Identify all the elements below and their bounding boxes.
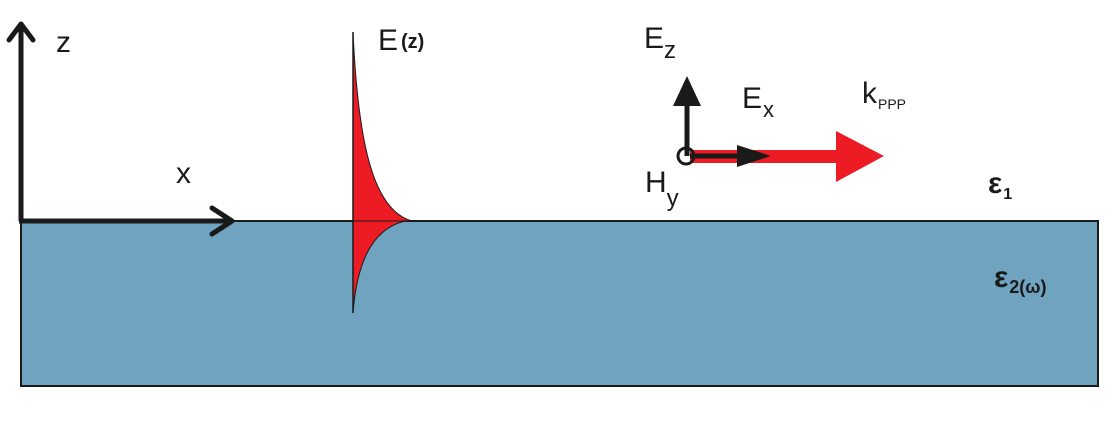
ez-vector-arrowhead xyxy=(673,76,701,106)
wave-vector: kPPP xyxy=(690,77,906,182)
ez-vector-label: Ez xyxy=(644,22,676,64)
field-profile-label: E(z) xyxy=(378,24,424,57)
ex-vector-label: Ex xyxy=(742,82,774,122)
k-vector-arrowhead xyxy=(836,131,884,182)
ez-vector: Ez xyxy=(644,22,701,156)
x-axis-label: x xyxy=(176,157,191,190)
hy-vector-label: Hy xyxy=(645,166,679,212)
ex-vector-arrowhead xyxy=(737,145,771,167)
x-axis-arrowhead xyxy=(209,205,235,237)
field-profile-lower-decay xyxy=(352,220,406,314)
coordinate-axes: z x xyxy=(6,21,235,237)
hy-vector: Hy xyxy=(645,146,696,212)
hy-out-of-plane-icon xyxy=(676,146,696,166)
epsilon-2-label: ε2(ω) xyxy=(994,261,1046,297)
substrate-medium xyxy=(20,220,1099,387)
k-vector-label: kPPP xyxy=(862,77,906,112)
epsilon-1-label: ε1 xyxy=(988,167,1012,203)
field-profile: E(z) xyxy=(352,24,424,314)
field-profile-upper-decay xyxy=(352,31,413,222)
ex-vector: Ex xyxy=(690,82,774,167)
z-axis-label: z xyxy=(56,26,71,59)
z-axis-arrowhead xyxy=(6,21,36,43)
